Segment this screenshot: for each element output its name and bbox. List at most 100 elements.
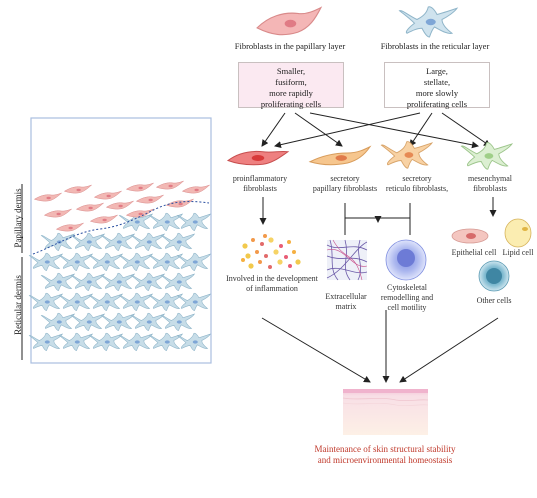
inflammation-dots-icon <box>241 234 301 269</box>
mesenchymal-cell-icon <box>460 142 513 170</box>
reticular-fibroblast-cell <box>70 272 105 292</box>
inflammation-dot <box>251 238 255 242</box>
arrows-middle <box>259 197 497 235</box>
reticular-fibroblast-cell <box>40 272 75 292</box>
dermal-boundary-dashed <box>32 201 210 255</box>
inflammation-dot <box>255 250 259 254</box>
reticular-fibroblast-cell <box>118 212 153 231</box>
final-outcome-text: Maintenance of skin structural stability… <box>314 444 456 465</box>
inflammation-dot <box>268 237 274 243</box>
reticular-fibroblast-cell <box>28 252 63 272</box>
reticular-header: Fibroblasts in the reticular layer <box>380 41 490 51</box>
arrows-top <box>261 112 491 149</box>
inflammation-dot <box>284 255 288 259</box>
inflammation-dot <box>268 265 272 269</box>
proinflammatory-cell-icon <box>226 150 290 166</box>
papillary-fibroblast-cell <box>90 214 118 224</box>
reticular-fibroblast-cell <box>176 212 211 231</box>
reticular-fibroblast-cell <box>160 272 195 292</box>
inflammation-dot <box>279 244 283 248</box>
reticular-fibroblast-cell <box>40 312 75 332</box>
tissue-panel <box>28 117 212 364</box>
reticular-fibroblast-cell <box>58 292 93 312</box>
reticular-fibroblast-cell <box>100 312 135 332</box>
reticular-fibroblast-cell <box>28 292 63 312</box>
reticular-fibroblast-cell <box>88 252 123 272</box>
papillary-fibroblast-cell <box>44 208 72 218</box>
inflammation-dot <box>264 254 268 258</box>
reticular-fibroblast-cell <box>100 232 135 251</box>
reticular-fibroblast-cell <box>130 312 165 332</box>
inflammation-dot <box>277 259 283 265</box>
extracellular-matrix-icon <box>326 239 368 281</box>
inflammation-dot <box>288 264 292 268</box>
secretory-reticulo-label: secretory reticulo fibroblasts, <box>385 174 449 193</box>
reticular-fibroblast-cell <box>70 312 105 332</box>
papillary-fibroblast-cell <box>136 194 164 204</box>
arrows-bottom <box>261 310 499 383</box>
papillary-fibroblast-cell <box>94 190 122 200</box>
inflammation-label: Involved in the development of inflammat… <box>226 274 318 293</box>
papillary-fibroblast-cell <box>76 202 104 212</box>
lipid-label: Lipid cell <box>502 248 534 257</box>
secretory-papillary-label: secretory papillary fibroblasts <box>312 174 378 193</box>
reticular-fibroblast-cell <box>176 252 211 272</box>
inflammation-dot <box>273 249 279 255</box>
inflammation-dot <box>241 258 245 262</box>
reticular-fibroblast-cell <box>148 212 183 231</box>
epithelial-cell-icon <box>451 228 489 244</box>
secretory-reticulo-cell-icon <box>380 141 433 169</box>
papillary-fibroblast-cell <box>182 184 210 194</box>
ecm-label: Extracellular matrix <box>325 292 367 311</box>
reticular-fibroblast-cell <box>118 252 153 272</box>
inflammation-dot <box>295 259 301 265</box>
reticular-fibroblast-cell <box>100 272 135 292</box>
papillary-dermis-label: Papillary dermis <box>13 188 23 248</box>
papillary-fibroblast-cell <box>126 182 154 192</box>
papillary-fibroblast-cell <box>156 180 184 190</box>
papillary-fibroblast-cell <box>106 200 134 210</box>
other-cells-label: Other cells <box>476 296 512 305</box>
papillary-header: Fibroblasts in the papillary layer <box>234 41 346 51</box>
reticular-fibroblast-cell <box>148 332 183 352</box>
inflammation-dot <box>260 242 264 246</box>
papillary-cell-layer <box>34 180 210 232</box>
papillary-fibroblast-cell <box>56 222 84 232</box>
cytoskeletal-cell-icon <box>385 239 427 281</box>
reticular-fibroblast-cell <box>160 312 195 332</box>
inflammation-dot <box>258 260 262 264</box>
reticular-fibroblast-cell <box>88 332 123 352</box>
other-cell-icon <box>478 260 510 292</box>
reticular-cell-layer <box>28 212 211 352</box>
reticular-fibroblast-cell <box>70 232 105 251</box>
reticular-fibroblast-icon <box>398 6 458 38</box>
papillary-fibroblast-cell <box>64 184 92 194</box>
papillary-fibroblast-icon <box>256 6 323 36</box>
reticular-description-box: Large, stellate, more slowly proliferati… <box>384 62 490 109</box>
papillary-fibroblast-cell <box>126 208 154 218</box>
reticular-fibroblast-cell <box>148 292 183 312</box>
lipid-cell-icon <box>504 218 532 248</box>
proinflammatory-label: proinflammatory fibroblasts <box>232 174 288 193</box>
inflammation-dot <box>287 240 291 244</box>
inflammation-dot <box>248 263 254 269</box>
reticular-fibroblast-cell <box>118 292 153 312</box>
reticular-fibroblast-cell <box>176 332 211 352</box>
reticular-fibroblast-cell <box>28 332 63 352</box>
reticular-fibroblast-cell <box>88 292 123 312</box>
epithelial-label: Epithelial cell <box>451 248 497 257</box>
secretory-papillary-cell-icon <box>308 145 372 166</box>
papillary-fibroblast-cell <box>34 192 62 202</box>
papillary-description-box: Smaller, fusiform, more rapidly prolifer… <box>238 62 344 109</box>
inflammation-dot <box>245 253 251 259</box>
reticular-fibroblast-cell <box>58 332 93 352</box>
papillary-fibroblast-cell <box>166 198 194 208</box>
cytoskeletal-label: Cytoskeletal remodelling and cell motili… <box>380 283 434 312</box>
inflammation-dot <box>263 234 267 238</box>
inflammation-dot <box>242 243 248 249</box>
reticular-fibroblast-cell <box>58 252 93 272</box>
skin-section-icon <box>342 389 429 435</box>
inflammation-dot <box>292 250 296 254</box>
mesenchymal-label: mesenchymal fibroblasts <box>468 174 512 193</box>
